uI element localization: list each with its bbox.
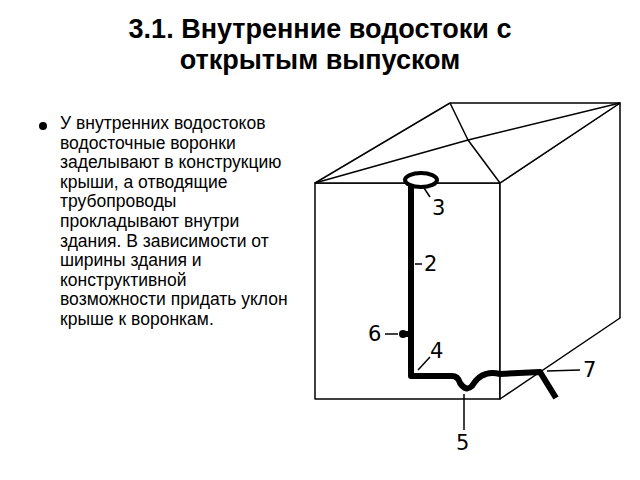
bullet-text: У внутренних водостоков водосточные воро… [60, 114, 294, 330]
callout-number: 7 [583, 359, 596, 381]
leader-line [418, 357, 430, 370]
leader-line [385, 333, 398, 335]
cleanout-cap [399, 330, 407, 338]
callout-number: 3 [432, 197, 445, 219]
leader-line [547, 370, 580, 371]
callout-number: 6 [368, 323, 381, 345]
roof [315, 103, 620, 183]
callout-number: 5 [456, 432, 469, 454]
bullet-dot [39, 122, 47, 130]
drain-pipe [411, 186, 556, 398]
front-wall [315, 183, 500, 399]
leader-line [415, 263, 422, 265]
roof-funnel [405, 173, 437, 187]
leader-line [424, 188, 430, 197]
leader-line [463, 394, 465, 430]
roof-hips [315, 103, 620, 183]
callout-number: 4 [430, 340, 443, 362]
slide-title: 3.1. Внутренние водостоки с открытым вып… [80, 14, 560, 76]
callout-number: 2 [424, 253, 437, 275]
